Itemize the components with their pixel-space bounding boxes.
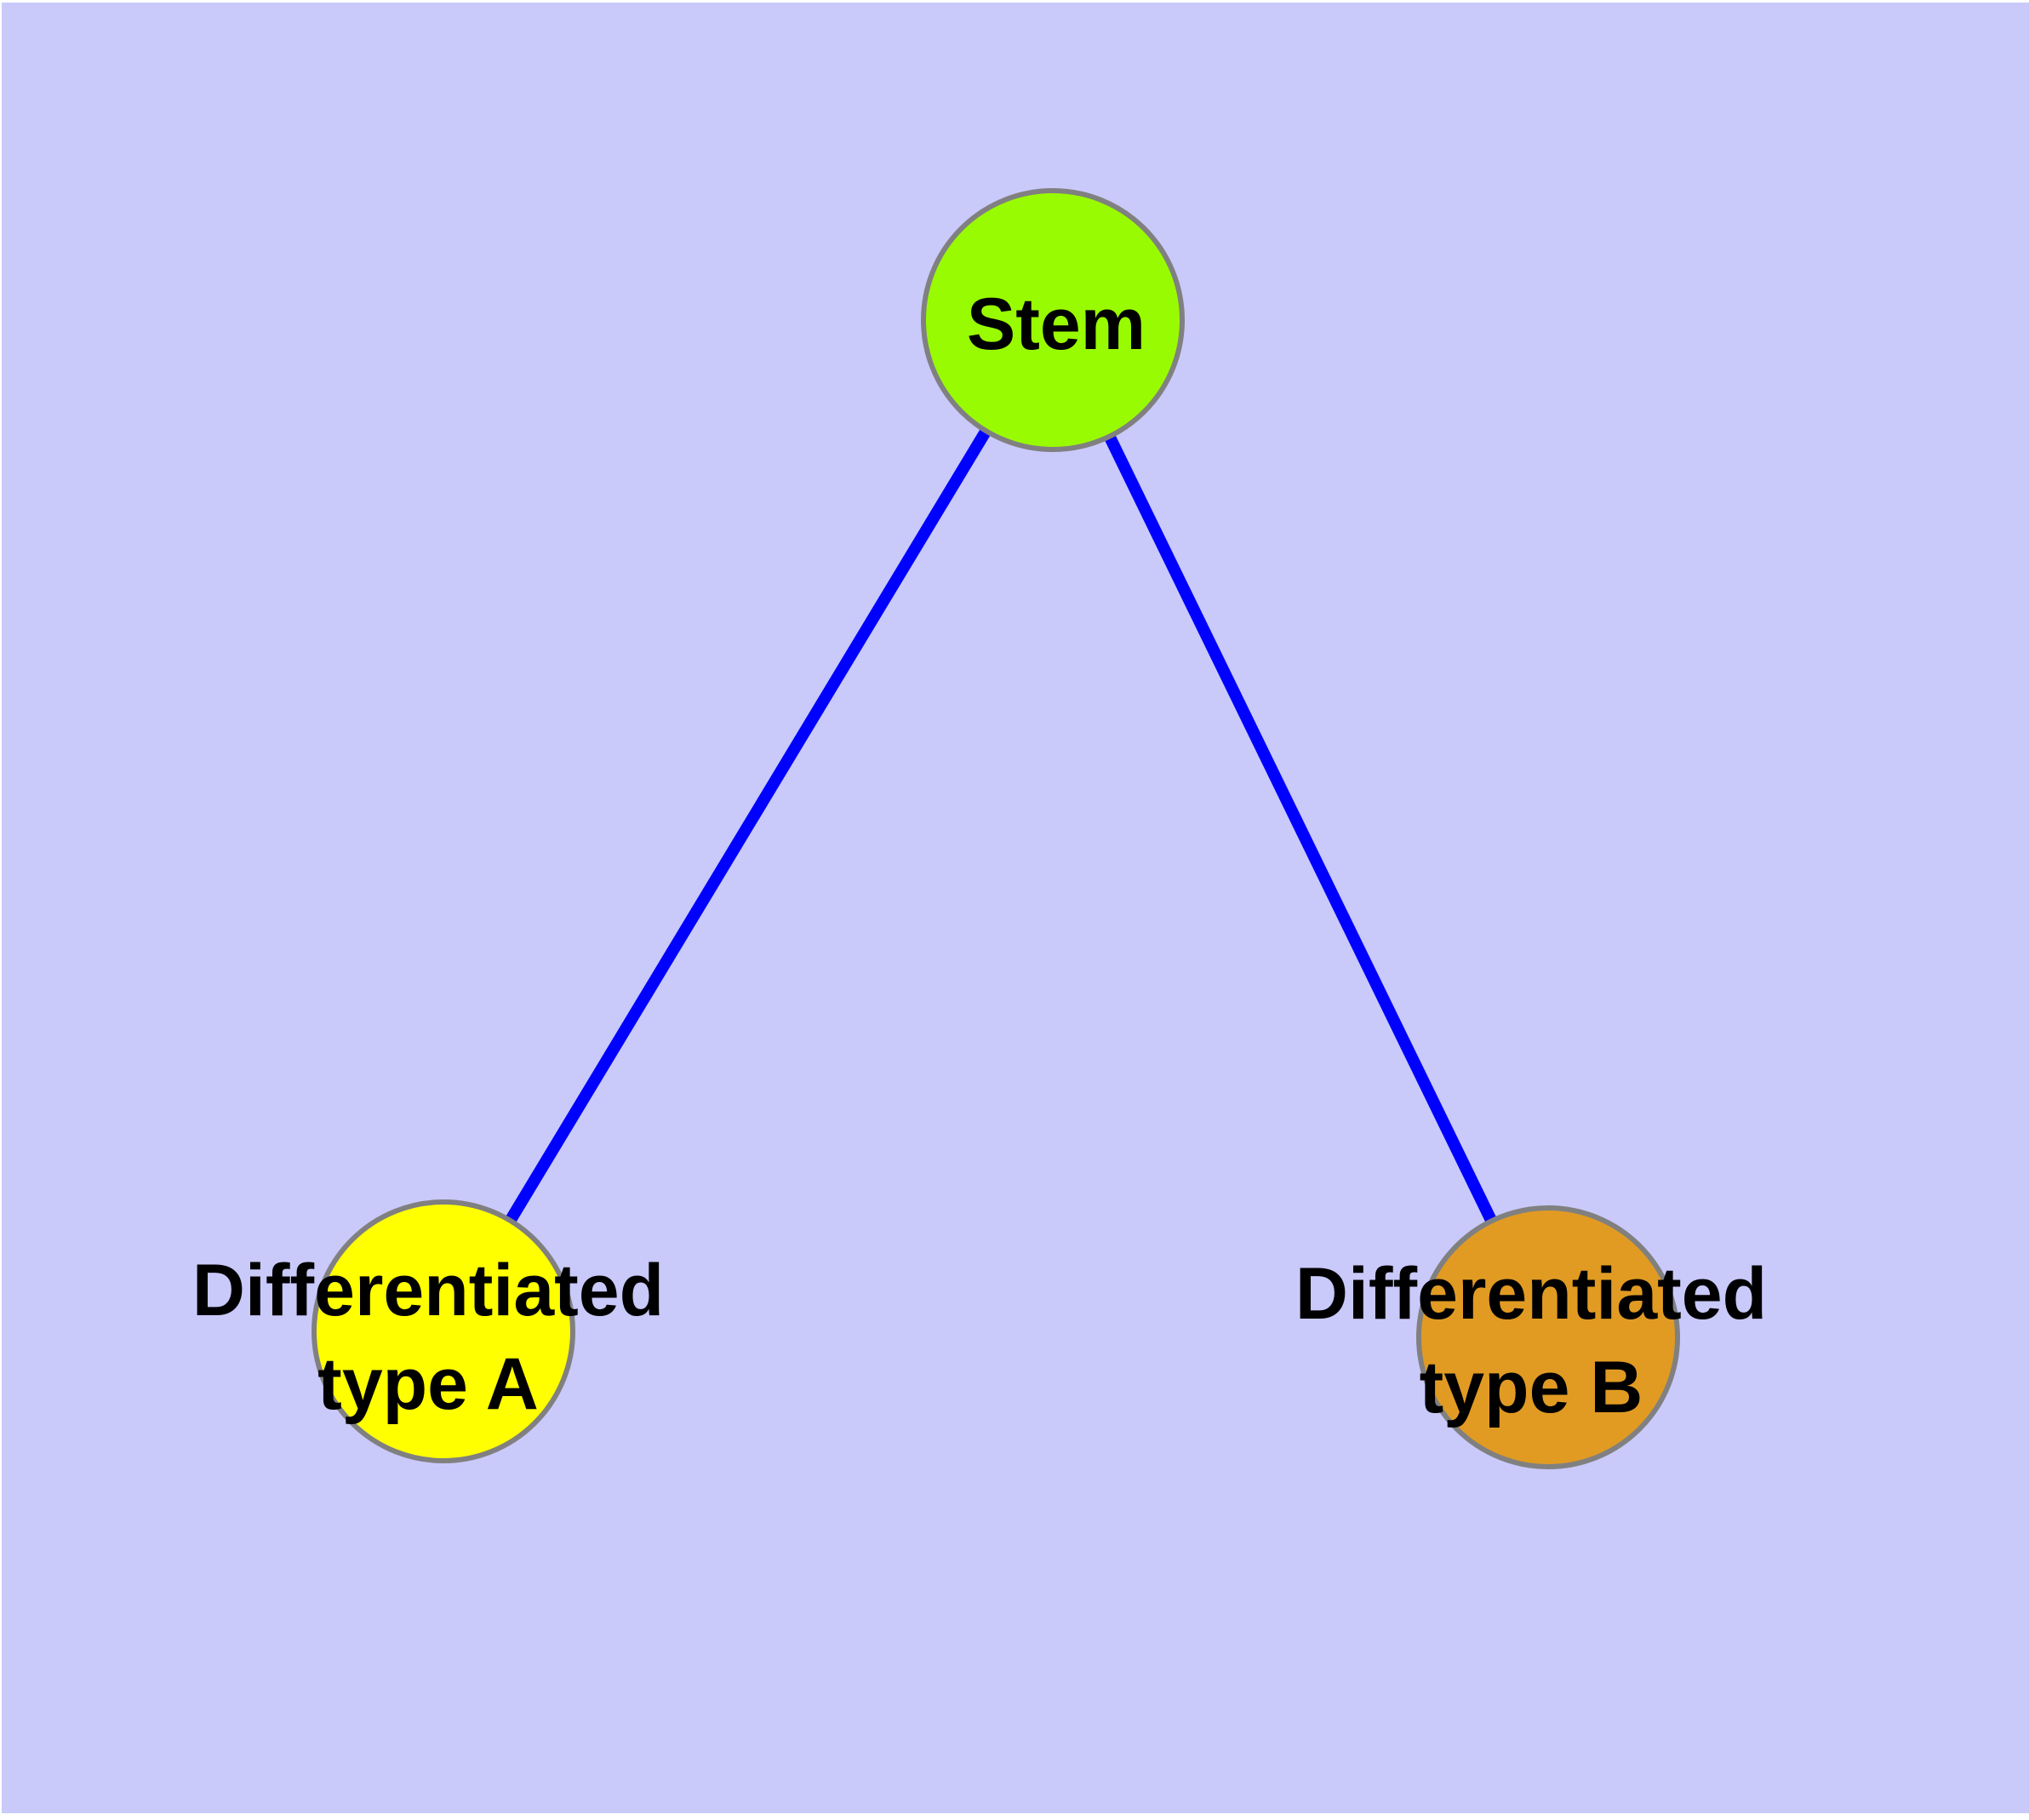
diagram-canvas: Stem Differentiated type A Differentiate… bbox=[2, 3, 2029, 1813]
differentiated-type-b-node-circle bbox=[1416, 1205, 1680, 1469]
graph-svg bbox=[311, 188, 1680, 1469]
stem-node-label: Stem bbox=[966, 283, 1146, 365]
differentiated-type-a-node-label: Differentiated type A bbox=[191, 1250, 665, 1425]
stem-node-circle bbox=[921, 188, 1185, 452]
differentiated-type-a-node-circle bbox=[311, 1199, 575, 1463]
edge-stem-to-type-b bbox=[1047, 317, 1554, 1341]
edge-stem-to-type-a bbox=[438, 317, 1058, 1335]
differentiated-type-b-node-label: Differentiated type B bbox=[1295, 1253, 1768, 1428]
